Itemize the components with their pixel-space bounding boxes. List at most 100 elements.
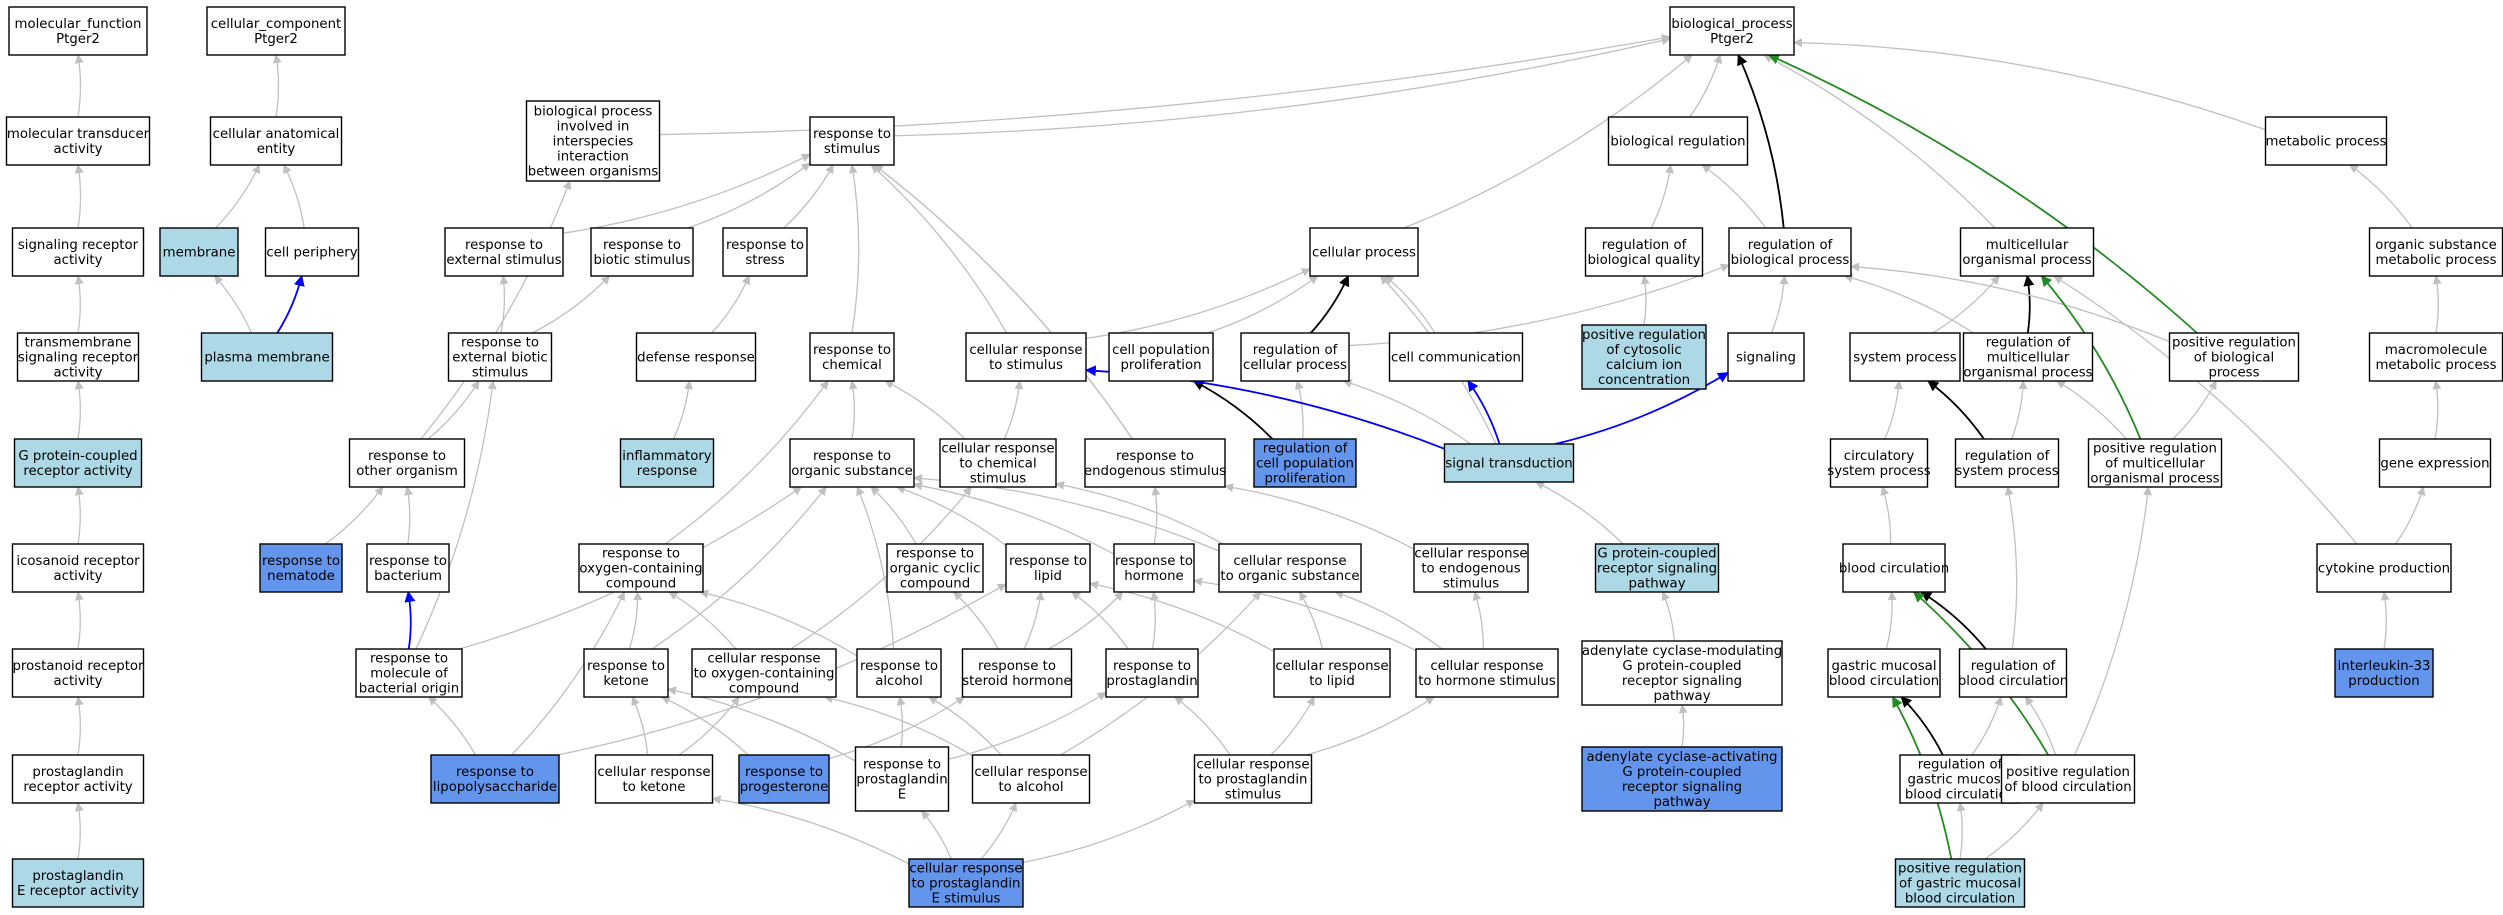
term-box [1827,648,1941,698]
term-node-signaling[interactable]: signaling [1727,332,1805,382]
edge-prbp-to-rbp [1850,262,2170,343]
edge-inflam-to-defense [672,380,694,440]
term-node-st[interactable]: signal transduction [1443,443,1575,483]
term-node-cproc[interactable]: cellular process [1309,227,1419,277]
term-box [1728,227,1852,277]
edge-crprost-to-crlipid [1270,696,1315,756]
term-label-line: external biotic [452,351,547,366]
term-label-line: steroid hormone [962,674,1072,689]
term-node-geneexp[interactable]: gene expression [2378,438,2492,488]
term-node-breg[interactable]: biological regulation [1607,116,1749,166]
term-box [444,227,564,277]
term-node-defense[interactable]: defense response [635,332,757,382]
term-node-ccomm[interactable]: cell communication [1388,332,1524,382]
edge-croxy-to-roxy [668,591,737,650]
term-label-line: metabolic process [2265,135,2386,150]
term-node-metab[interactable]: metabolic process [2264,116,2388,166]
term-node-membrane[interactable]: membrane [159,227,239,277]
term-node-pm[interactable]: plasma membrane [200,332,334,382]
term-label-line: proliferation [1264,472,1345,487]
term-box [1273,648,1391,698]
term-node-bcirc[interactable]: blood circulation [1839,543,1949,593]
term-box [1581,746,1783,812]
edge-prgmbc-to-prbc [1984,802,2044,860]
term-node-cytok[interactable]: cytokine production [2316,543,2452,593]
term-node-cperiph[interactable]: cell periphery [264,227,360,277]
term-node-sysproc[interactable]: system process [1849,332,1961,382]
term-box [2378,438,2492,488]
